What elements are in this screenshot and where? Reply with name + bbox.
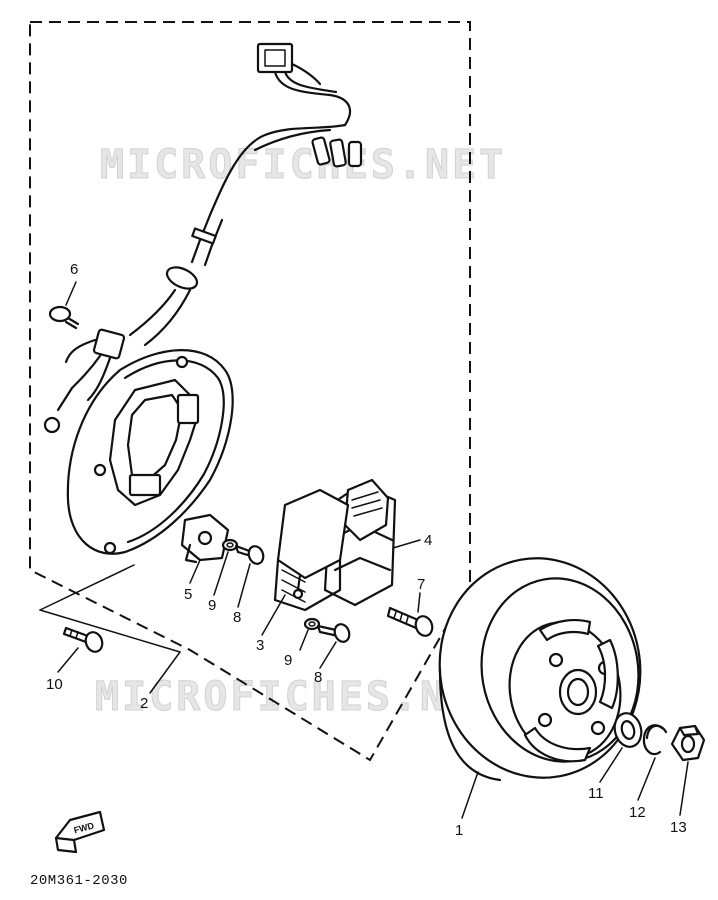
callout-8b: 8 xyxy=(314,669,322,686)
callout-3: 3 xyxy=(256,637,264,654)
screw-7 xyxy=(386,606,434,637)
callout-9b: 9 xyxy=(284,652,292,669)
callout-2: 2 xyxy=(140,695,148,712)
callout-9a: 9 xyxy=(208,597,216,614)
callout-11: 11 xyxy=(588,785,604,802)
callout-13: 13 xyxy=(670,819,687,836)
diagram-code: 20M361-2030 xyxy=(30,873,128,889)
callout-12: 12 xyxy=(629,804,646,821)
callout-10: 10 xyxy=(46,676,63,693)
callout-1: 1 xyxy=(455,822,463,839)
callout-labels: 6 5 9 8 3 4 7 9 8 10 2 1 11 12 13 xyxy=(46,261,687,839)
source-coil-3 xyxy=(273,488,350,612)
fwd-arrow-icon: FWD xyxy=(54,810,106,854)
screw-10 xyxy=(62,626,104,653)
callout-6: 6 xyxy=(70,261,78,278)
washer-9a xyxy=(221,538,239,552)
stator-plate xyxy=(66,349,234,555)
lock-washer-12 xyxy=(642,724,668,756)
stator-assembly-boundary xyxy=(29,21,471,762)
screw-8a xyxy=(234,544,265,565)
callout-7: 7 xyxy=(417,576,425,593)
wiring-harness xyxy=(128,42,363,347)
watermark-top: MICROFICHES.NET xyxy=(100,142,506,188)
screw-8b xyxy=(316,623,351,643)
washer-11 xyxy=(613,712,643,748)
screw-6 xyxy=(48,305,80,330)
callout-8a: 8 xyxy=(233,609,241,626)
flywheel-rotor-1 xyxy=(438,557,642,782)
callout-5: 5 xyxy=(184,586,192,603)
leader-lines xyxy=(39,281,689,819)
callout-4: 4 xyxy=(424,532,432,549)
washer-9b xyxy=(303,617,321,631)
pickup-coil-5 xyxy=(180,513,230,564)
nut-13 xyxy=(670,724,706,762)
lead-clamp xyxy=(43,328,126,434)
watermark-bottom: MICROFICHES.NET xyxy=(95,674,501,720)
